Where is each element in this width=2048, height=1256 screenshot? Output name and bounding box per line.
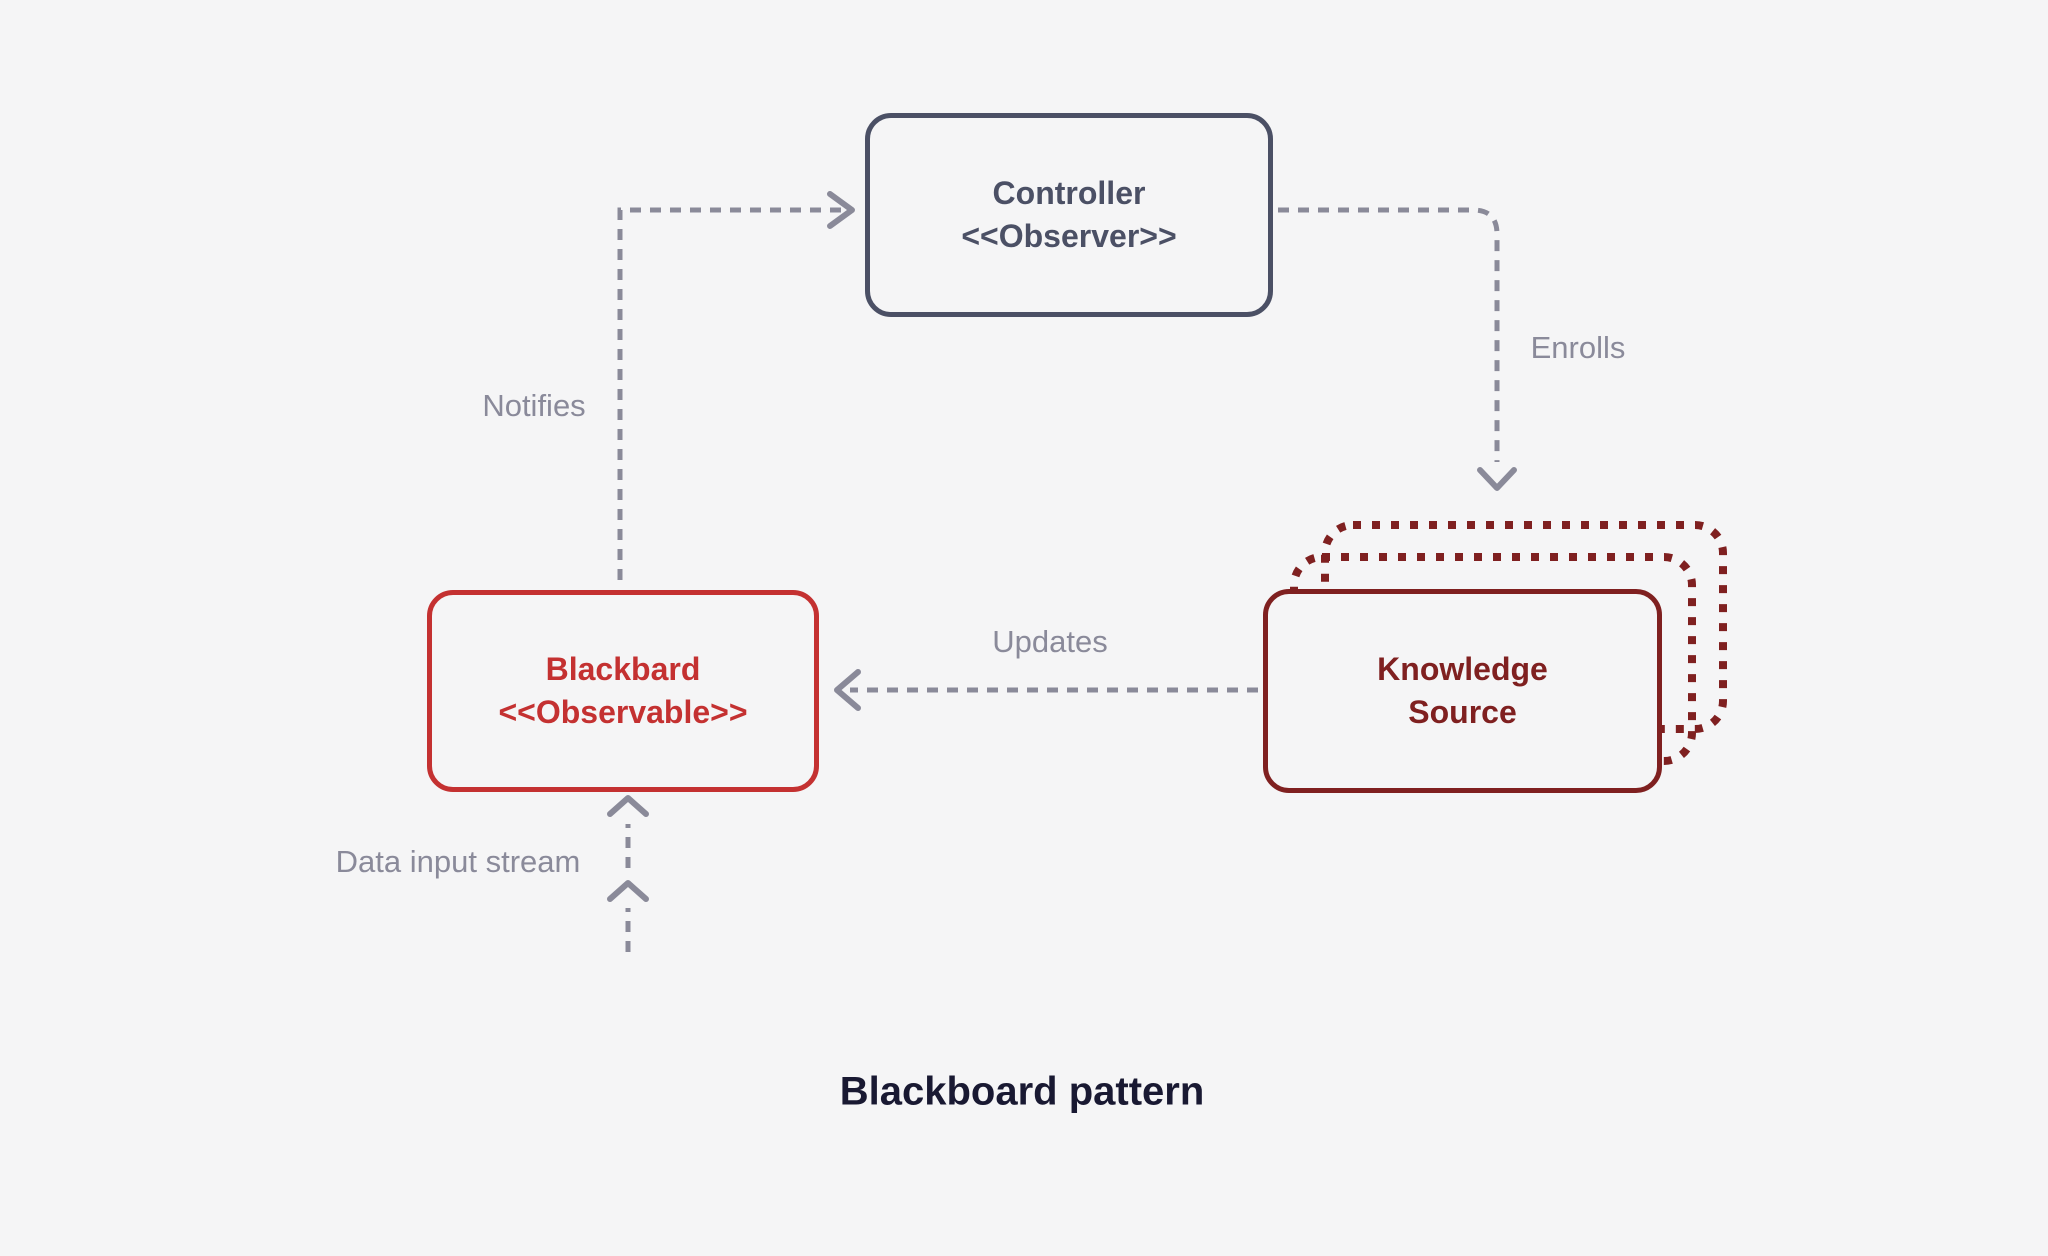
node-knowledge-source-name-line1: Knowledge [1377, 650, 1548, 687]
node-knowledge-source: Knowledge Source [1263, 589, 1662, 793]
edge-label-notifies: Notifies [482, 388, 586, 423]
data-input-arrowhead-up-lower-icon [607, 880, 649, 902]
node-controller-name: Controller [992, 174, 1146, 211]
notifies-arrow-line [617, 207, 846, 580]
node-controller: Controller <<Observer>> [865, 113, 1273, 317]
node-blackboard: Blackbard <<Observable>> [427, 590, 819, 792]
node-blackboard-stereotype: <<Observable>> [498, 694, 748, 730]
edge-label-updates: Updates [992, 624, 1108, 659]
edge-label-enrolls: Enrolls [1530, 330, 1626, 365]
enrolls-arrowhead-down-icon [1477, 467, 1517, 491]
node-controller-stereotype: <<Observer>> [961, 218, 1177, 254]
node-knowledge-source-name-line2: Source [1408, 694, 1517, 730]
notifies-arrowhead-right-icon [827, 191, 855, 229]
diagram-title: Blackboard pattern [839, 1069, 1205, 1114]
node-blackboard-name: Blackbard [545, 650, 701, 687]
edge-label-data-input-stream: Data input stream [335, 844, 581, 879]
updates-arrowhead-left-icon [834, 669, 861, 711]
data-input-arrowhead-up-upper-icon [607, 795, 649, 817]
enrolls-arrow-line [1278, 207, 1500, 462]
